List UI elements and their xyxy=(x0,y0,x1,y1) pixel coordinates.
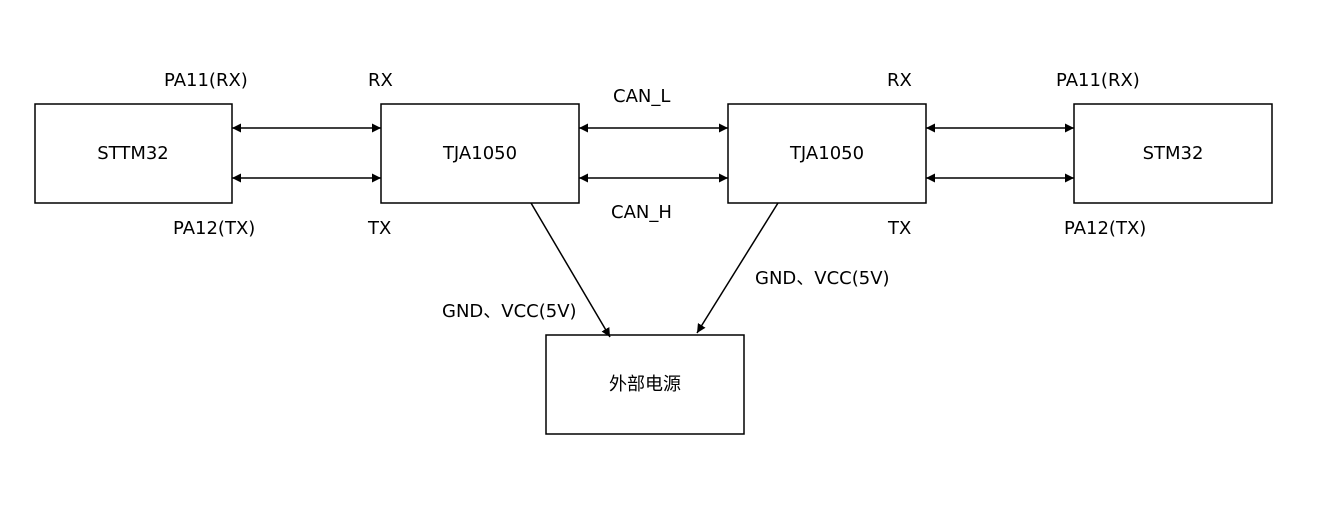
label-can-l: CAN_L xyxy=(613,86,670,107)
label-right-tja-rx: RX xyxy=(887,70,912,91)
node-tja1050-right-label: TJA1050 xyxy=(789,143,864,164)
label-left-pa11: PA11(RX) xyxy=(164,70,248,91)
node-tja1050-right-box xyxy=(727,103,927,204)
node-tja1050-left[interactable]: TJA1050 xyxy=(380,103,580,204)
node-stm32-left-label: STTM32 xyxy=(97,143,169,164)
label-left-pa12: PA12(TX) xyxy=(173,218,255,239)
node-tja1050-left-box xyxy=(380,103,580,204)
node-power-supply[interactable]: 外部电源 xyxy=(545,334,745,435)
node-power-supply-box xyxy=(545,334,745,435)
label-power-left: GND、VCC(5V) xyxy=(442,301,577,322)
edge-power-right-arrow xyxy=(696,202,779,334)
label-power-right: GND、VCC(5V) xyxy=(755,268,890,289)
edge-power-left-arrow xyxy=(530,202,611,338)
label-right-pa12: PA12(TX) xyxy=(1064,218,1146,239)
node-power-supply-label: 外部电源 xyxy=(609,374,681,395)
node-tja1050-left-label: TJA1050 xyxy=(442,143,517,164)
label-left-tja-rx: RX xyxy=(368,70,393,91)
label-left-tja-tx: TX xyxy=(367,218,391,239)
label-right-pa11: PA11(RX) xyxy=(1056,70,1140,91)
label-right-tja-tx: TX xyxy=(887,218,911,239)
node-stm32-left[interactable]: STTM32 xyxy=(34,103,233,204)
node-stm32-right-label: STM32 xyxy=(1143,143,1204,164)
node-stm32-right[interactable]: STM32 xyxy=(1073,103,1273,204)
node-tja1050-right[interactable]: TJA1050 xyxy=(727,103,927,204)
label-can-h: CAN_H xyxy=(611,202,672,223)
node-stm32-right-box xyxy=(1073,103,1273,204)
node-stm32-left-box xyxy=(34,103,233,204)
